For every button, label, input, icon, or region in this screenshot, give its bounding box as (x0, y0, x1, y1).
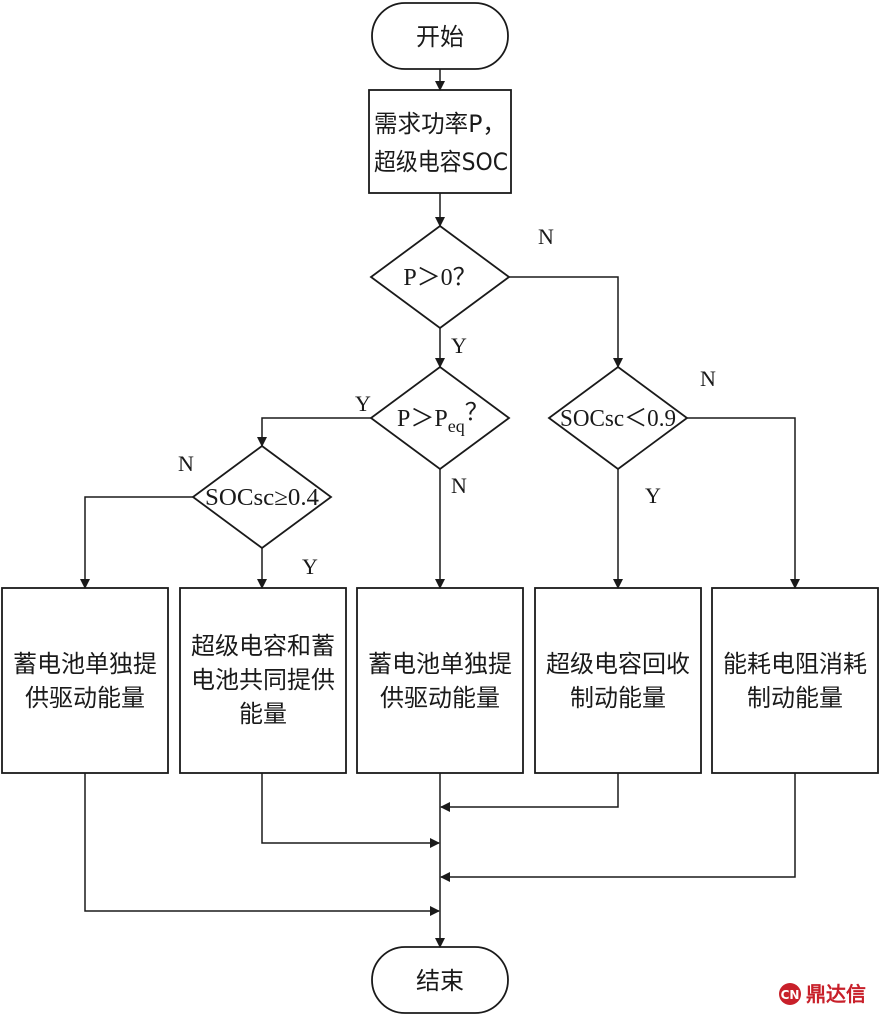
cjk-logo-glyph: CN (781, 988, 800, 1002)
label-soc-low-no: N (178, 451, 194, 476)
cjk-logo-icon (779, 983, 801, 1005)
box-sc-and-battery-line3: 能量 (239, 700, 287, 728)
label-p-peq-no: N (451, 473, 467, 498)
label-soc-low-yes: Y (302, 554, 318, 579)
box-sc-and-battery-line2: 电池共同提供 (191, 666, 335, 694)
decision-p-peq-prefix: P＞P (397, 406, 448, 432)
box-battery-alone-left-line2: 供驱动能量 (25, 684, 145, 712)
edge-p-peq-yes (257, 417, 371, 447)
box-battery-alone-mid (356, 587, 524, 774)
box-resistor (711, 587, 879, 774)
box-sc-recover-line2: 制动能量 (570, 684, 666, 712)
box-battery-alone-mid-line1: 蓄电池单独提 (368, 650, 512, 678)
watermark-text: 鼎达信 (806, 982, 866, 1006)
label-soc-high-no: N (700, 366, 716, 391)
edge-p-positive-no (509, 276, 623, 368)
decision-p-positive-label: P＞0？ (403, 265, 476, 291)
start-label: 开始 (416, 23, 464, 51)
connectors (80, 69, 800, 948)
decision-p-peq-suffix: ？ (465, 400, 489, 426)
box-battery-alone-left (1, 587, 169, 774)
box-sc-and-battery-line1: 超级电容和蓄 (191, 632, 335, 660)
box-sc-recover (534, 587, 702, 774)
edge-soc-high-no (687, 417, 800, 589)
box-sc-and-battery (179, 587, 347, 774)
box-resistor-line2: 制动能量 (747, 684, 843, 712)
box-resistor-line1: 能耗电阻消耗 (723, 650, 867, 678)
edge-merge-sc-recover (440, 773, 619, 812)
label-soc-high-yes: Y (645, 483, 661, 508)
decision-soc-high-label: SOCsc＜0.9 (560, 406, 676, 432)
decision-p-peq-sub: eq (448, 416, 465, 436)
label-p-positive-no: N (538, 224, 554, 249)
label-p-peq-yes: Y (355, 391, 371, 416)
decision-p-peq-label: P＞Peq？ (397, 400, 489, 436)
box-battery-alone-left-line1: 蓄电池单独提 (13, 650, 157, 678)
input-process-box (368, 89, 512, 194)
end-label: 结束 (416, 967, 464, 995)
edge-merge-sc-and-battery (261, 773, 440, 848)
input-line1: 需求功率P， (374, 110, 506, 138)
box-battery-alone-mid-line2: 供驱动能量 (380, 684, 500, 712)
edge-merge-resistor (440, 773, 796, 882)
edge-merge-battery-left (84, 773, 440, 916)
box-sc-recover-line1: 超级电容回收 (546, 650, 690, 678)
label-p-positive-yes: Y (451, 333, 467, 358)
watermark: CN 鼎达信 (779, 982, 866, 1006)
edge-soc-low-no (80, 496, 193, 589)
decision-soc-low-label: SOCsc≥0.4 (205, 485, 319, 511)
input-line2: 超级电容SOC (374, 148, 508, 176)
